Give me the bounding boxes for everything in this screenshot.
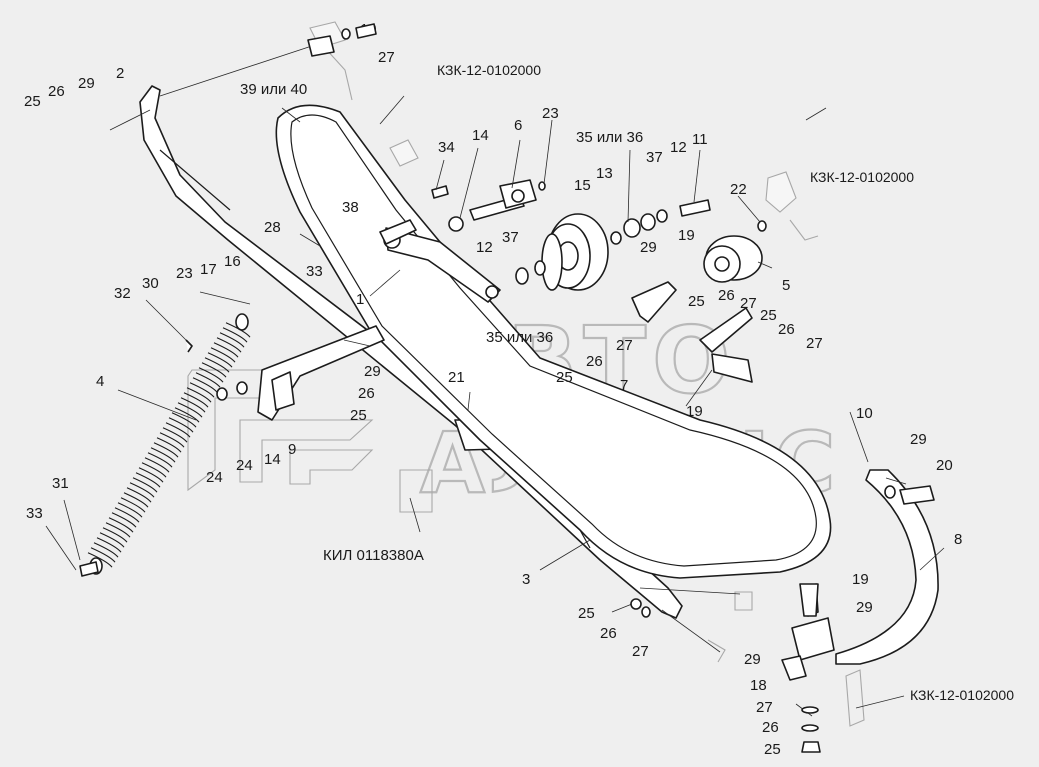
callout: 14 <box>264 451 281 468</box>
spring-hook-top <box>235 313 249 331</box>
callout: 26 <box>762 719 779 736</box>
callout: 12 <box>476 239 493 256</box>
spring-coil <box>87 322 251 568</box>
callout: 14 <box>472 127 489 144</box>
callout: 33 <box>306 263 323 280</box>
knife-plate <box>216 325 385 421</box>
tension-spring <box>87 313 251 575</box>
callout: 29 <box>910 431 927 448</box>
callout: 4 <box>96 373 104 390</box>
leader-lines <box>45 39 945 717</box>
callout: 27 <box>756 699 773 716</box>
ref-assembly-bottom: КЗК-12-0102000 <box>910 687 1014 703</box>
callout: 9 <box>288 441 296 458</box>
callout: 39 или 40 <box>240 81 307 98</box>
callout: 23 <box>542 105 559 122</box>
callout: 27 <box>616 337 633 354</box>
callout: 13 <box>596 165 613 182</box>
callout: 22 <box>730 181 747 198</box>
callout: 27 <box>378 49 395 66</box>
callout: 24 <box>236 457 253 474</box>
callout: 29 <box>78 75 95 92</box>
washer-row <box>515 181 767 285</box>
callout: 25 <box>556 369 573 386</box>
tensioner-bracket <box>631 281 753 383</box>
callout: 29 <box>744 651 761 668</box>
shaft-assembly <box>431 179 537 232</box>
tension-lever <box>379 219 501 303</box>
callout: 8 <box>954 531 962 548</box>
callout: 35 или 36 <box>576 129 643 146</box>
callout: 29 <box>640 239 657 256</box>
callout: 25 <box>760 307 777 324</box>
callout: 30 <box>142 275 159 292</box>
callout: 7 <box>620 377 628 394</box>
callout: 12 <box>670 139 687 156</box>
ref-assembly-top: КЗК-12-0102000 <box>437 62 541 78</box>
callout: 20 <box>936 457 953 474</box>
callout: 25 <box>688 293 705 310</box>
callout: 11 <box>692 131 708 148</box>
callout: 32 <box>114 285 131 302</box>
callout: 38 <box>342 199 359 216</box>
callout: 26 <box>778 321 795 338</box>
assembly-references: КЗК-12-0102000 КЗК-12-0102000 КЗК-12-010… <box>323 62 1014 703</box>
callout: 23 <box>176 265 193 282</box>
idler-roller <box>679 199 763 283</box>
callout: 35 или 36 <box>486 329 553 346</box>
callout: 29 <box>856 599 873 616</box>
callout: 19 <box>686 403 703 420</box>
callout: 25 <box>24 93 41 110</box>
ref-kil: КИЛ 0118380А <box>323 547 424 564</box>
callout: 26 <box>600 625 617 642</box>
pulley <box>541 213 609 291</box>
callout: 37 <box>646 149 663 166</box>
callout: 19 <box>678 227 695 244</box>
callout: 15 <box>574 177 591 194</box>
callout: 10 <box>856 405 873 422</box>
callout: 26 <box>718 287 735 304</box>
callout: 37 <box>502 229 519 246</box>
callout: 21 <box>448 369 465 386</box>
callout: 27 <box>740 295 757 312</box>
ref-assembly-right: КЗК-12-0102000 <box>810 169 914 185</box>
callout: 26 <box>358 385 375 402</box>
callout: 17 <box>200 261 217 278</box>
callout: 34 <box>438 139 455 156</box>
callout: 25 <box>764 741 781 758</box>
callout: 27 <box>806 335 823 352</box>
callout: 33 <box>26 505 43 522</box>
callout: 29 <box>364 363 381 380</box>
bottom-fasteners <box>79 23 935 753</box>
callout: 27 <box>632 643 649 660</box>
callout: 19 <box>852 571 869 588</box>
callout: 6 <box>514 117 522 134</box>
callout: 3 <box>522 571 530 588</box>
callout: 2 <box>116 65 124 82</box>
callout: 24 <box>206 469 223 486</box>
callout: 26 <box>48 83 65 100</box>
callout: 26 <box>586 353 603 370</box>
callout: 31 <box>52 475 69 492</box>
callout: 16 <box>224 253 241 270</box>
callout: 1 <box>356 291 364 308</box>
callout: 18 <box>750 677 767 694</box>
callout: 5 <box>782 277 790 294</box>
callout: 25 <box>578 605 595 622</box>
callout: 28 <box>264 219 281 236</box>
callout: 25 <box>350 407 367 424</box>
